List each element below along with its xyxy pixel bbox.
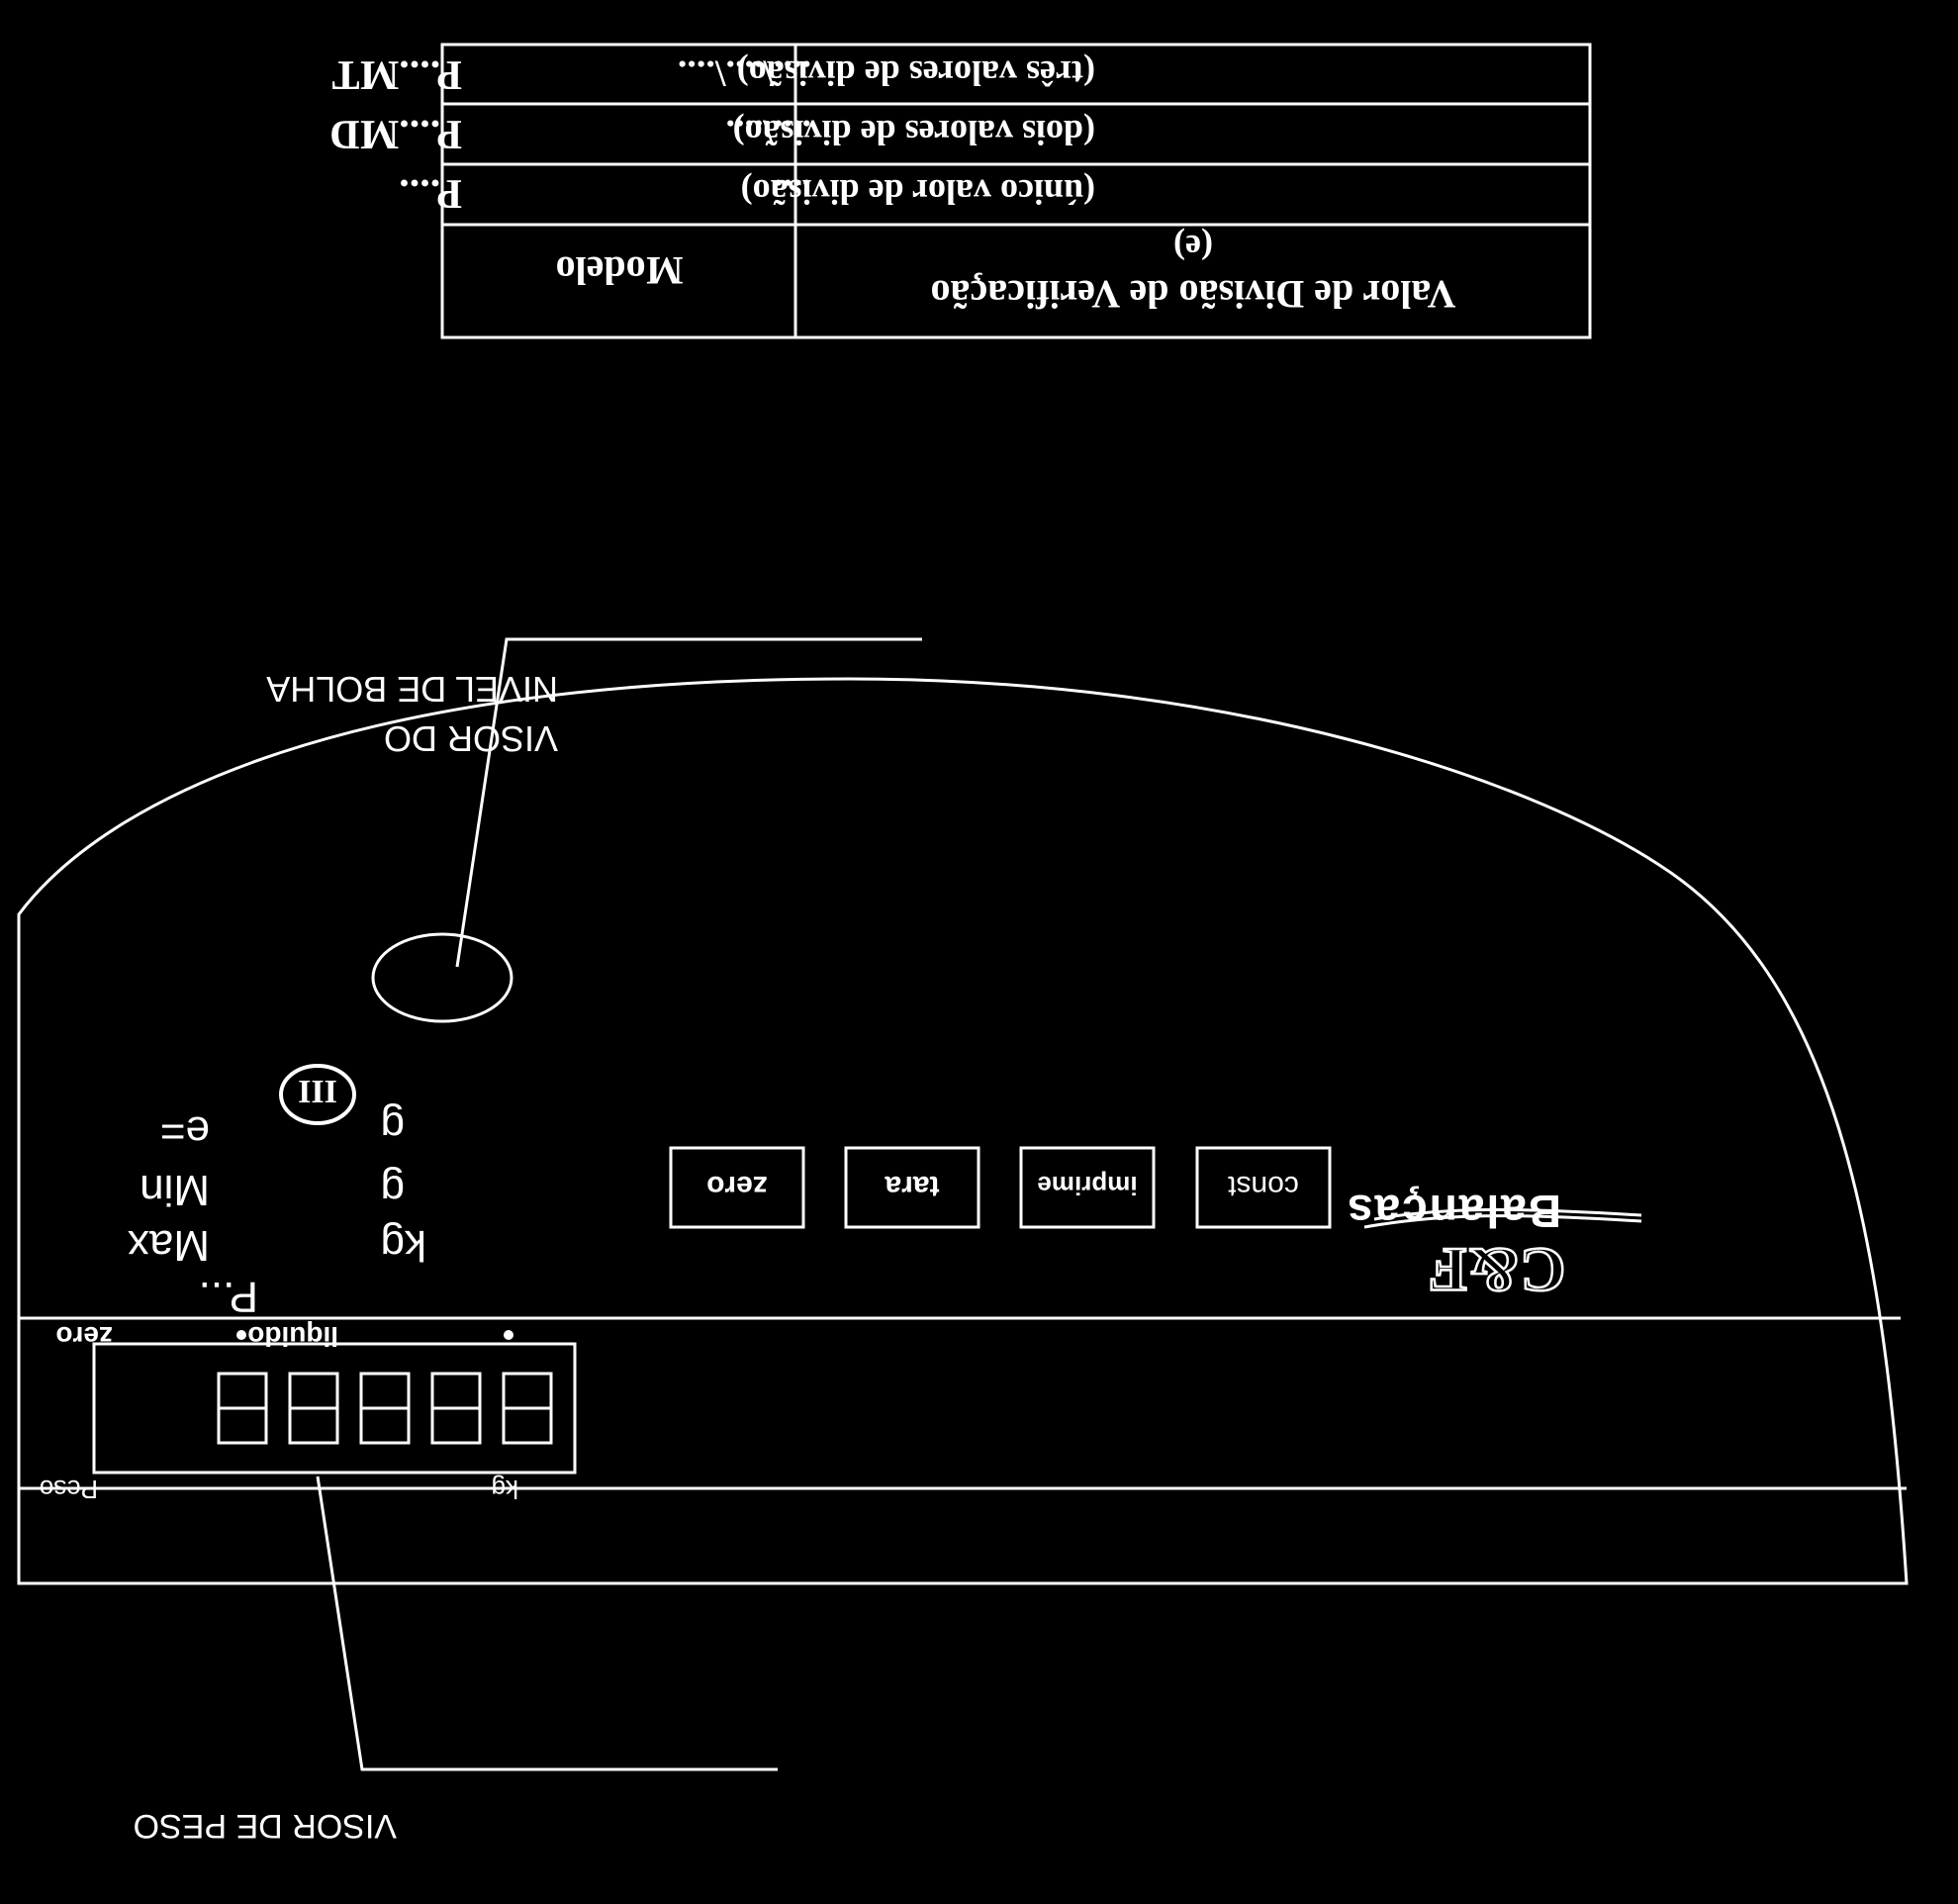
table-border [440, 43, 1592, 339]
max-unit: kg [381, 1221, 426, 1270]
display-left-label: Peso [40, 1475, 98, 1504]
brand-logo: C&F [1363, 1207, 1642, 1306]
display-right-label: kg [492, 1475, 518, 1504]
table-row-model: P....MT [332, 51, 462, 97]
table-row-value: ....\.... [725, 112, 811, 153]
min-label: Min [140, 1166, 210, 1214]
table-header-value: Valor de Divisão de Verificação [930, 272, 1455, 317]
scale-housing-outline [17, 677, 1909, 1585]
panel-model: P... [199, 1273, 258, 1321]
bubble-callout-line2: NIVEL DE BOLHA [266, 669, 558, 710]
weight-callout-label: VISOR DE PESO [134, 1807, 397, 1845]
table-row-value: ....\....\.... [678, 52, 811, 94]
tara-button-label: tara [885, 1170, 939, 1202]
table-row-value: .... [774, 171, 811, 213]
weight-display-digits [217, 1372, 553, 1445]
min-unit: g [381, 1166, 405, 1214]
e-label: e= [160, 1107, 210, 1156]
indicator-liquido-label: liquido [247, 1321, 338, 1352]
accuracy-class-icon [279, 1064, 356, 1125]
indicator-zero-light [236, 1330, 246, 1340]
imprime-button[interactable]: imprime [1019, 1146, 1156, 1229]
table-header-value-sub: (e) [1173, 228, 1213, 267]
brand-logo-swash-icon [1373, 1207, 1642, 1221]
indicator-liquido-light [504, 1330, 513, 1340]
brand-logo-swash-icon [1363, 1214, 1642, 1229]
bubble-level-window [371, 932, 513, 1023]
bubble-leader-line [455, 637, 922, 968]
bubble-level-callout [371, 637, 922, 1023]
scale-body [17, 677, 1909, 1585]
brand-logo-mark: C&F [1429, 1235, 1566, 1305]
division-table [440, 43, 1592, 339]
table-row-note: (três valores de divisão) [737, 53, 1095, 93]
keypad: zero tara imprime const [669, 1146, 1332, 1229]
table-row-note: (dois valores de divisão) [733, 113, 1095, 152]
zero-button-label: zero [706, 1170, 768, 1202]
accuracy-class-mark: III [298, 1073, 337, 1109]
weight-display-window [92, 1342, 577, 1475]
table-row-model: P....MD [329, 111, 462, 156]
const-button-label: const [1227, 1170, 1298, 1202]
max-label: Max [128, 1221, 210, 1270]
e-unit: g [381, 1102, 405, 1151]
indicator-zero-label: zero [55, 1321, 113, 1352]
zero-button[interactable]: zero [669, 1146, 805, 1229]
table-row-note: (único valor de divisão) [741, 172, 1095, 212]
imprime-button-label: imprime [1037, 1171, 1137, 1200]
table-row-model: P.... [399, 170, 462, 216]
bubble-callout-line1: VISOR DO [384, 718, 558, 759]
table-header-model: Modelo [556, 248, 684, 293]
tara-button[interactable]: tara [844, 1146, 980, 1229]
weight-leader-line [316, 1476, 778, 1771]
const-button[interactable]: const [1195, 1146, 1332, 1229]
